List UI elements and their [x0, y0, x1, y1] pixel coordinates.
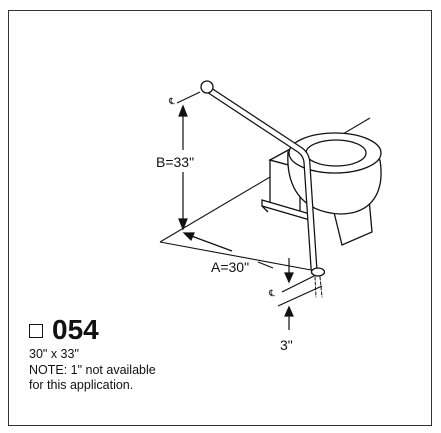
floor-flange: [310, 267, 326, 277]
wall-flange-top: [200, 80, 214, 94]
centerline-mark-bottom: ℄: [268, 289, 275, 299]
width-dimension: [182, 232, 274, 269]
width-label: A=30": [211, 259, 249, 275]
height-dimension: [176, 91, 201, 231]
size-text: 30" x 33": [29, 347, 79, 361]
note-line-2: for this application.: [29, 378, 134, 392]
model-heading: 054: [29, 316, 99, 344]
height-label: B=33": [156, 154, 194, 170]
offset-label: 3": [280, 337, 293, 353]
floor-edge-line: [159, 241, 323, 273]
model-number: 054: [52, 314, 99, 345]
centerline-mark-top: ℄: [168, 97, 175, 107]
toilet-illustration: [261, 132, 382, 246]
spec-notes: 30" x 33" NOTE: 1" not available for thi…: [29, 347, 229, 394]
note-line-1: NOTE: 1" not available: [29, 362, 156, 377]
offset-dimension: [277, 258, 323, 330]
order-checkbox[interactable]: [29, 324, 43, 338]
